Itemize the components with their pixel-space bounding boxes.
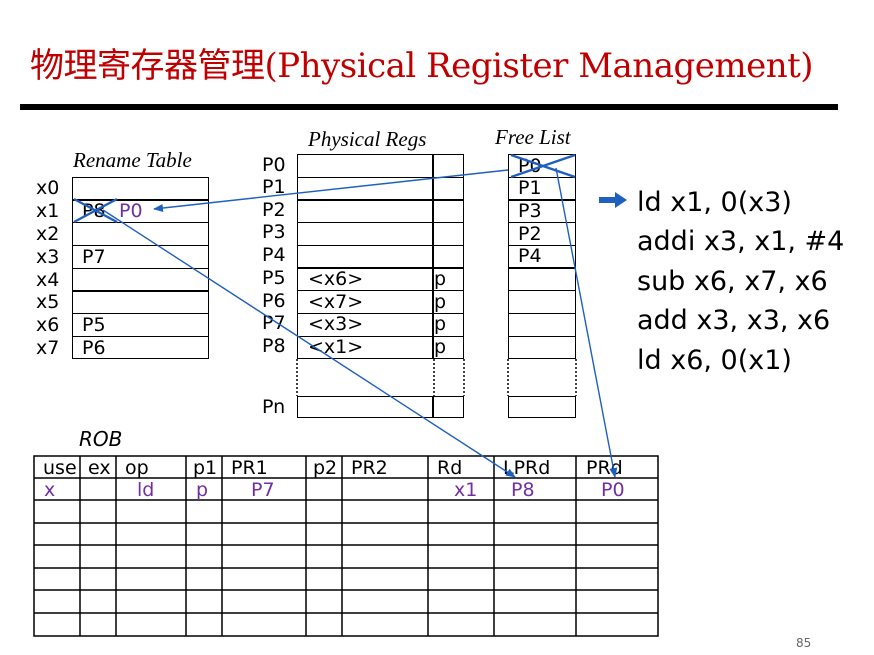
instruction-line: add x3, x3, x6 [637, 305, 831, 336]
free-list-cell [508, 177, 576, 201]
rob-row1-p1: p [196, 479, 209, 501]
physical-regs-header: Physical Regs [308, 127, 427, 151]
rename-cell [72, 336, 209, 359]
rob-title: ROB [79, 427, 123, 451]
rename-row-label: x3 [36, 246, 60, 268]
instruction-line: ld x6, 0(x1) [637, 345, 792, 376]
rob-header-p2: p2 [313, 457, 338, 479]
rob-header-op: op [125, 457, 149, 479]
preg-cell [297, 336, 434, 359]
preg-label: P0 [262, 154, 286, 176]
rob-header-pr1: PR1 [231, 457, 268, 479]
preg-flag: p [434, 336, 447, 358]
rob-header-ex: ex [88, 457, 111, 479]
free-list-entry: P4 [518, 245, 542, 267]
instruction-line: addi x3, x1, #4 [637, 226, 845, 257]
rename-table-header: Rename Table [73, 148, 192, 172]
preg-cell [297, 177, 434, 201]
preg-label: P5 [262, 267, 286, 289]
rename-row-label: x0 [36, 177, 60, 199]
free-list-cell [508, 245, 576, 269]
instruction-line: ld x1, 0(x3) [637, 187, 792, 218]
rename-row-label: x7 [36, 337, 60, 359]
rename-row-label: x1 [36, 200, 60, 222]
rob-row1-pr1: P7 [251, 479, 275, 501]
preg-label: P6 [262, 290, 286, 312]
rob-row1-rd: x1 [454, 479, 478, 501]
rename-entry: P5 [82, 314, 106, 336]
preg-cell [297, 396, 434, 418]
page-title: 物理寄存器管理(Physical Register Management) [30, 46, 814, 86]
preg-label: P3 [262, 221, 286, 243]
preg-label: Pn [262, 396, 286, 418]
current-instruction-arrow-icon-glyph [599, 192, 627, 208]
old-mapping-to-lprd-arrow [102, 209, 516, 478]
free-list-cell [508, 336, 576, 359]
rename-row-label: x2 [36, 223, 60, 245]
instruction-line: sub x6, x7, x6 [637, 266, 828, 297]
preg-label: P4 [262, 244, 286, 266]
free-list-entry: P3 [518, 200, 542, 222]
preg-label: P8 [262, 335, 286, 357]
preg-flag-cell [432, 245, 464, 269]
preg-flag: p [434, 313, 447, 335]
rename-cell [72, 177, 209, 201]
rename-entry: P6 [82, 337, 106, 359]
preg-value: <x3> [308, 313, 364, 335]
preg-flag: p [434, 291, 447, 313]
rob-row1-lprd: P8 [511, 479, 535, 501]
preg-value: <x6> [308, 268, 364, 290]
rob-row1-use: x [44, 479, 56, 501]
preg-value: <x7> [308, 291, 364, 313]
preg-label: P1 [262, 176, 286, 198]
preg-flag-cell [432, 177, 464, 201]
free-list-cell [508, 396, 576, 418]
preg-label: P2 [262, 199, 286, 221]
rob-header-use: use [43, 457, 77, 479]
rob-header-p1: p1 [193, 457, 218, 479]
rob-row1-prd: P0 [601, 479, 625, 501]
preg-flag-cell [432, 396, 464, 418]
current-instruction-arrow-icon [597, 190, 629, 214]
rob-header-pr2: PR2 [351, 457, 388, 479]
rename-cell [72, 268, 209, 292]
cross-out-icon [73, 153, 576, 224]
preg-flag-cell [432, 336, 464, 359]
free-list-to-prd-arrow [555, 167, 618, 478]
free-list-header: Free List [495, 125, 571, 149]
rename-row-label: x4 [36, 269, 60, 291]
rename-entry: P7 [82, 246, 106, 268]
rob-row1-op: ld [137, 479, 155, 501]
page-number: 85 [796, 636, 812, 650]
free-list-to-rename-arrow [153, 169, 509, 212]
rob-header-rd: Rd [437, 457, 463, 479]
rename-row-label: x5 [36, 291, 60, 313]
preg-cell [297, 245, 434, 269]
preg-flag: p [434, 268, 447, 290]
rename-entry-new: P0 [119, 200, 143, 222]
title-divider [20, 104, 838, 110]
free-list-entry: P1 [518, 177, 542, 199]
rename-row-label: x6 [36, 314, 60, 336]
free-list-entry: P2 [518, 223, 542, 245]
